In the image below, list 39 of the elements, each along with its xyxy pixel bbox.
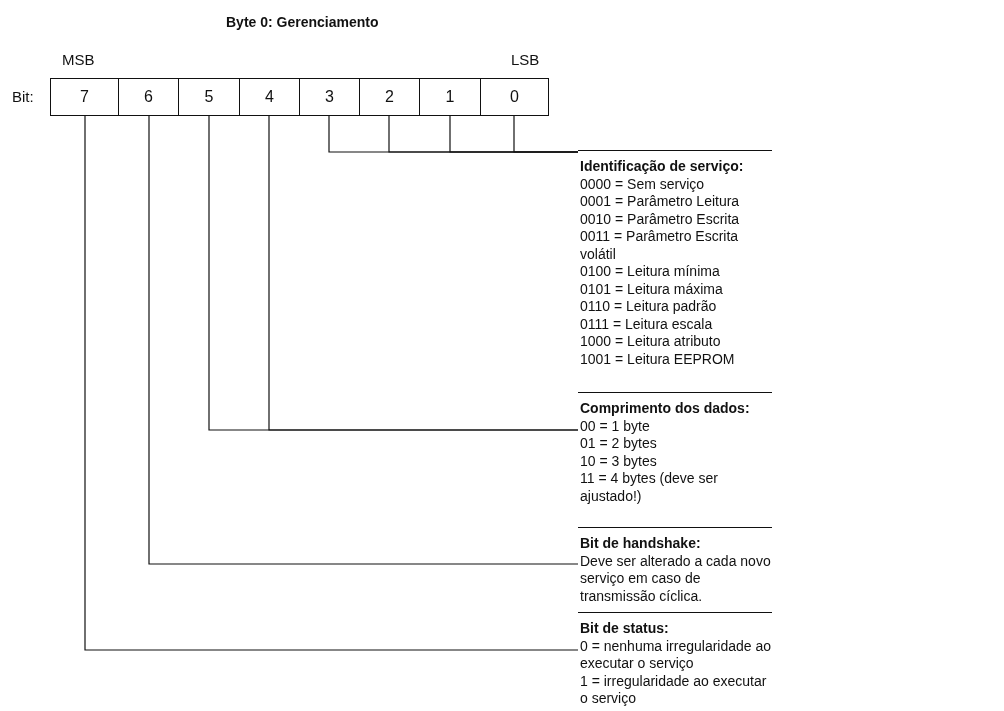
description-text: 00 = 1 byte bbox=[580, 417, 651, 435]
description-text: 10 = 3 bytes bbox=[580, 452, 658, 470]
description-text: 1 = irregularidade ao executar o serviço bbox=[580, 672, 768, 708]
block-heading: Comprimento dos dados: bbox=[580, 400, 751, 418]
diagram-title: Byte 0: Gerenciamento bbox=[226, 14, 379, 31]
description-text: 0001 = Parâmetro Leitura bbox=[580, 193, 741, 211]
msb-label: MSB bbox=[62, 51, 95, 68]
connector-line bbox=[513, 114, 579, 153]
description-text: 0101 = Leitura máxima bbox=[580, 280, 724, 298]
connector-line bbox=[148, 114, 579, 565]
connector-line bbox=[268, 114, 579, 431]
description-block bbox=[578, 612, 772, 708]
block-heading: Bit de handshake: bbox=[580, 535, 702, 553]
bit-cell: 5 bbox=[178, 78, 240, 116]
bit-cell: 4 bbox=[239, 78, 300, 116]
bit-cell: 3 bbox=[299, 78, 360, 116]
description-text: 0 = nenhuma irregularidade ao executar o serviço bbox=[580, 637, 772, 673]
bit-cell: 2 bbox=[359, 78, 420, 116]
block-heading: Identificação de serviço: bbox=[580, 158, 745, 176]
description-text: 11 = 4 bytes (deve ser ajustado!) bbox=[580, 470, 719, 505]
description-text: 1000 = Leitura atributo bbox=[580, 333, 722, 351]
bit-cell: 1 bbox=[419, 78, 481, 116]
description-text: 0000 = Sem serviço bbox=[580, 175, 706, 193]
description-text: 0010 = Parâmetro Escrita bbox=[580, 210, 741, 228]
description-text: 0100 = Leitura mínima bbox=[580, 263, 721, 281]
connector-line bbox=[84, 114, 579, 651]
bit-cell: 7 bbox=[50, 78, 119, 116]
block-heading: Bit de status: bbox=[580, 620, 670, 638]
lsb-label: LSB bbox=[511, 51, 540, 68]
bit-cell: 6 bbox=[118, 78, 179, 116]
description-text: 01 = 2 bytes bbox=[580, 435, 658, 453]
description-text: 0110 = Leitura padrão bbox=[580, 298, 718, 316]
description-block bbox=[578, 392, 772, 505]
bit-cell: 0 bbox=[480, 78, 549, 116]
row-label: Bit: bbox=[12, 88, 34, 105]
description-text: Deve ser alterado a cada novo serviço em caso de transmissão cíclica. bbox=[580, 552, 772, 605]
description-text: 0111 = Leitura escala bbox=[580, 315, 714, 333]
description-text: 0011 = Parâmetro Escrita volátil bbox=[580, 228, 740, 263]
description-text: 1001 = Leitura EEPROM bbox=[580, 350, 736, 368]
